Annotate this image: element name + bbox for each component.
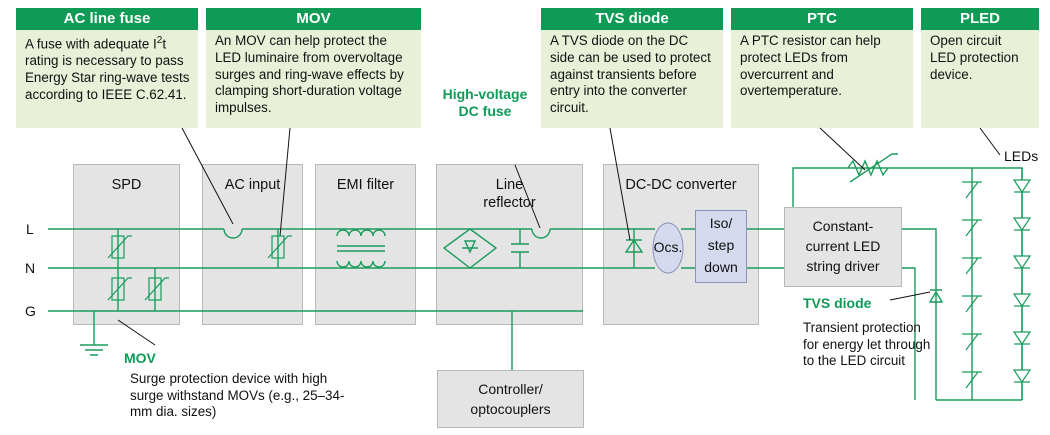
ac-input-title: AC input bbox=[224, 177, 281, 193]
bridge-diode bbox=[462, 240, 478, 254]
hv-fuse-label-1: High-voltage bbox=[442, 86, 528, 102]
leds-label: LEDs bbox=[1004, 148, 1039, 164]
leader-hvfuse bbox=[514, 164, 541, 229]
tvs-bottom-note: Transient protection for energy let thro… bbox=[803, 320, 931, 368]
ac-fuse-text-part2: t rating is necessary to pass Energy Sta… bbox=[25, 36, 190, 102]
emi-filter-title: EMI filter bbox=[336, 177, 395, 193]
ac-input-block: AC input bbox=[202, 164, 303, 325]
mov-bottom-note: Surge protection device with high surge … bbox=[130, 371, 345, 419]
emi-core bbox=[337, 245, 385, 252]
hv-fuse-label-2: DC fuse bbox=[458, 103, 512, 119]
pled-callout-text: Open circuit LED protection device. bbox=[930, 33, 1019, 82]
led-bus bbox=[792, 167, 1023, 401]
controller-line-2: optocouplers bbox=[470, 401, 551, 417]
reflector-cap bbox=[511, 229, 529, 268]
led-diodes bbox=[1012, 179, 1032, 384]
driver-line-2: current LED bbox=[805, 238, 881, 254]
mov-callout-text: An MOV can help protect the LED luminair… bbox=[215, 33, 404, 116]
g-label: G bbox=[25, 303, 36, 319]
mov-callout-title: MOV bbox=[206, 8, 421, 30]
line-reflector-title-2: reflector bbox=[483, 195, 536, 211]
controller-block: Controller/ optocouplers bbox=[437, 370, 584, 428]
tvs-callout-title: TVS diode bbox=[541, 8, 723, 30]
line-reflector-block: Line reflector bbox=[436, 164, 583, 325]
iso-line-2: step bbox=[707, 237, 735, 253]
leader-mov bbox=[279, 127, 291, 237]
ocs-label: Ocs. bbox=[653, 239, 683, 255]
ac-fuse-superscript: 2 bbox=[156, 35, 163, 46]
mov-bottom-label: MOV bbox=[124, 350, 156, 366]
pled-callout-title: PLED bbox=[921, 8, 1039, 30]
driver-line-3: string driver bbox=[806, 258, 880, 274]
ac-fuse-callout: AC line fuse A fuse with adequate I2t ra… bbox=[16, 8, 198, 128]
dc-tvs-symbol bbox=[624, 229, 644, 268]
emi-inductor-bottom bbox=[336, 260, 386, 268]
spd-block: SPD bbox=[73, 164, 180, 325]
iso-line-1: Iso/ bbox=[709, 215, 733, 231]
l-label: L bbox=[26, 221, 34, 237]
driver-line-1: Constant- bbox=[812, 218, 874, 234]
ocs-circle bbox=[652, 222, 684, 274]
output-tvs-symbol bbox=[928, 289, 944, 303]
spd-mov-3 bbox=[144, 277, 169, 301]
led-driver-block: Constant- current LED string driver bbox=[784, 207, 902, 287]
leader-ptc bbox=[819, 127, 866, 171]
leader-tvs-bottom bbox=[889, 291, 931, 301]
ac-fuse-callout-text: A fuse with adequate I2t rating is neces… bbox=[16, 30, 198, 108]
spd-mov-2 bbox=[107, 277, 132, 301]
ac-fuse-text-part1: A fuse with adequate I bbox=[25, 36, 157, 52]
ac-fuse-symbol bbox=[223, 228, 243, 239]
ptc-callout-text: A PTC resistor can help protect LEDs fro… bbox=[740, 33, 881, 99]
leader-pled bbox=[979, 127, 1001, 156]
ac-fuse-callout-title: AC line fuse bbox=[16, 8, 198, 30]
tvs-callout-text: A TVS diode on the DC side can be used t… bbox=[550, 33, 711, 116]
n-label: N bbox=[25, 260, 36, 276]
bridge-rectifier bbox=[442, 228, 498, 269]
emi-inductor-top bbox=[336, 229, 386, 237]
emi-filter-block: EMI filter bbox=[315, 164, 416, 325]
leader-mov-bottom bbox=[117, 319, 156, 346]
tvs-bottom-label: TVS diode bbox=[803, 295, 872, 311]
spd-mov-1 bbox=[107, 235, 132, 259]
pled-callout: PLED Open circuit LED protection device. bbox=[921, 8, 1039, 128]
leader-ac-fuse bbox=[181, 127, 234, 225]
ptc-callout: PTC A PTC resistor can help protect LEDs… bbox=[731, 8, 913, 128]
iso-stepdown-block: Iso/ step down bbox=[695, 210, 747, 283]
iso-line-3: down bbox=[704, 259, 738, 275]
ptc-callout-title: PTC bbox=[731, 8, 913, 30]
controller-line-1: Controller/ bbox=[478, 381, 543, 397]
spd-title: SPD bbox=[111, 177, 142, 193]
leader-tvs bbox=[609, 127, 631, 241]
mov-callout: MOV An MOV can help protect the LED lumi… bbox=[206, 8, 421, 128]
line-reflector-title-1: Line bbox=[495, 177, 524, 193]
ac-mov bbox=[267, 235, 292, 259]
ptc-symbol bbox=[847, 153, 898, 183]
dcdc-converter-title: DC-DC converter bbox=[625, 177, 737, 193]
tvs-callout: TVS diode A TVS diode on the DC side can… bbox=[541, 8, 723, 128]
pled-devices bbox=[962, 181, 982, 389]
hv-fuse-symbol bbox=[531, 228, 551, 239]
